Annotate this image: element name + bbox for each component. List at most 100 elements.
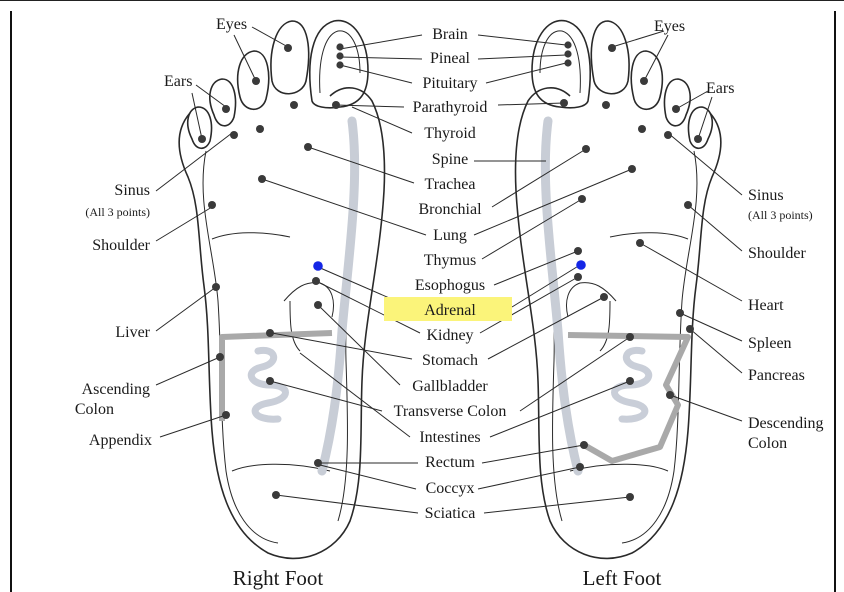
- label-stomach: Stomach: [422, 352, 478, 369]
- label-sinus-l: Sinus: [748, 187, 784, 204]
- label-sciatica: Sciatica: [425, 505, 476, 522]
- leader-pituitary-r: [340, 65, 412, 83]
- point-toe-base-r-2: [256, 125, 264, 133]
- point-ears-r-1: [222, 105, 230, 113]
- label-descending-2: Colon: [748, 435, 787, 452]
- left-heel-arc: [570, 464, 668, 471]
- leader-ascending: [156, 357, 220, 385]
- leader-bronchial-l: [492, 149, 586, 207]
- right-foot-inner-contour: [203, 151, 278, 543]
- leader-brain-r: [340, 35, 422, 49]
- point-ears-r-2: [198, 135, 206, 143]
- point-brain-r: [336, 43, 343, 50]
- label-brain: Brain: [432, 26, 468, 43]
- leader-adrenal-l: [512, 265, 580, 307]
- point-brain-l: [564, 41, 571, 48]
- label-shoulder-l: Shoulder: [748, 245, 806, 262]
- label-shoulder-r: Shoulder: [92, 237, 150, 254]
- leader-sinus-r: [156, 133, 232, 191]
- point-pineal-r: [336, 52, 343, 59]
- right-foot: [179, 21, 384, 559]
- label-pituitary: Pituitary: [422, 75, 477, 92]
- right-intestine-squiggle: [251, 350, 285, 419]
- left-big-toe-inner: [540, 31, 580, 93]
- point-stomach-r: [266, 329, 274, 337]
- label-appendix: Appendix: [89, 432, 152, 449]
- title-left-foot: Left Foot: [583, 566, 662, 590]
- label-pineal: Pineal: [430, 50, 471, 67]
- point-toe-base-l-1: [602, 101, 610, 109]
- label-trachea: Trachea: [425, 176, 476, 193]
- point-adrenal-r-highlight: [313, 261, 323, 271]
- left-foot-outer-labels: Eyes Ears Sinus (All 3 points) Shoulder …: [654, 18, 824, 452]
- point-toe-base-l-2: [638, 125, 646, 133]
- leader-brain-l: [478, 35, 566, 45]
- label-adrenal: Adrenal: [424, 302, 476, 319]
- leader-pancreas: [690, 329, 742, 373]
- point-eyes-r-1: [284, 44, 292, 52]
- point-pancreas: [686, 325, 694, 333]
- point-esophogus-l: [574, 247, 582, 255]
- leader-lung-l: [474, 169, 632, 235]
- label-thyroid: Thyroid: [424, 125, 476, 142]
- leader-appendix: [160, 415, 226, 437]
- label-gallbladder: Gallbladder: [412, 378, 488, 395]
- point-stomach-l: [600, 293, 608, 301]
- leader-sinus-l: [668, 133, 742, 195]
- point-adrenal-l-highlight: [576, 260, 586, 270]
- leader-transverse-l: [520, 337, 630, 411]
- point-kidney-r: [312, 277, 320, 285]
- point-transverse-l: [626, 333, 634, 341]
- point-thymus-l: [578, 195, 586, 203]
- point-trachea-r: [304, 143, 312, 151]
- leader-heart: [640, 243, 742, 301]
- label-ascending-1: Ascending: [82, 381, 150, 398]
- point-rectum-r: [314, 459, 322, 467]
- label-eyes-r: Eyes: [216, 16, 247, 33]
- label-spine: Spine: [432, 151, 468, 168]
- label-ears-r: Ears: [164, 73, 192, 90]
- point-parathyroid-l: [560, 99, 568, 107]
- label-pancreas: Pancreas: [748, 367, 805, 384]
- label-bronchial: Bronchial: [418, 201, 482, 218]
- left-arch-line-3: [600, 301, 610, 351]
- label-lung: Lung: [433, 227, 467, 244]
- label-sinus-note-r: (All 3 points): [85, 205, 150, 219]
- right-toe-2: [271, 21, 309, 94]
- leader-ears-r-2: [192, 93, 202, 139]
- leader-thyroid-r: [352, 107, 412, 133]
- point-eyes-l-2: [640, 77, 648, 85]
- label-ascending-2: Colon: [75, 401, 114, 418]
- label-kidney: Kidney: [426, 327, 473, 344]
- center-labels: Brain Pineal Pituitary Parathyroid Thyro…: [394, 26, 507, 522]
- label-rectum: Rectum: [425, 454, 475, 471]
- right-toe-4: [210, 79, 236, 126]
- leader-trachea-r: [308, 147, 414, 183]
- point-eyes-l-1: [608, 44, 616, 52]
- leader-intestines-r: [300, 353, 410, 437]
- point-descending: [666, 391, 674, 399]
- right-arch-line-1: [212, 233, 290, 239]
- point-shoulder-r: [208, 201, 216, 209]
- point-toe-base-l-3: [664, 131, 672, 139]
- point-pineal-l: [564, 50, 571, 57]
- point-ears-l-1: [672, 105, 680, 113]
- left-toe-4: [665, 79, 691, 126]
- point-kidney-l: [574, 273, 582, 281]
- label-ears-l: Ears: [706, 80, 734, 97]
- label-transverse-colon: Transverse Colon: [394, 403, 507, 420]
- point-parathyroid-r: [332, 101, 340, 109]
- point-heart: [636, 239, 644, 247]
- point-intestines-l: [626, 377, 634, 385]
- label-sinus-r: Sinus: [114, 182, 150, 199]
- title-right-foot: Right Foot: [233, 566, 324, 590]
- leader-pituitary-l: [486, 63, 566, 83]
- right-colon-band: [222, 333, 332, 421]
- point-toe-base-r-3: [230, 131, 238, 139]
- point-sciatica-r: [272, 491, 280, 499]
- point-transverse-r: [266, 377, 274, 385]
- label-liver: Liver: [115, 324, 150, 341]
- point-pituitary-r: [336, 61, 343, 68]
